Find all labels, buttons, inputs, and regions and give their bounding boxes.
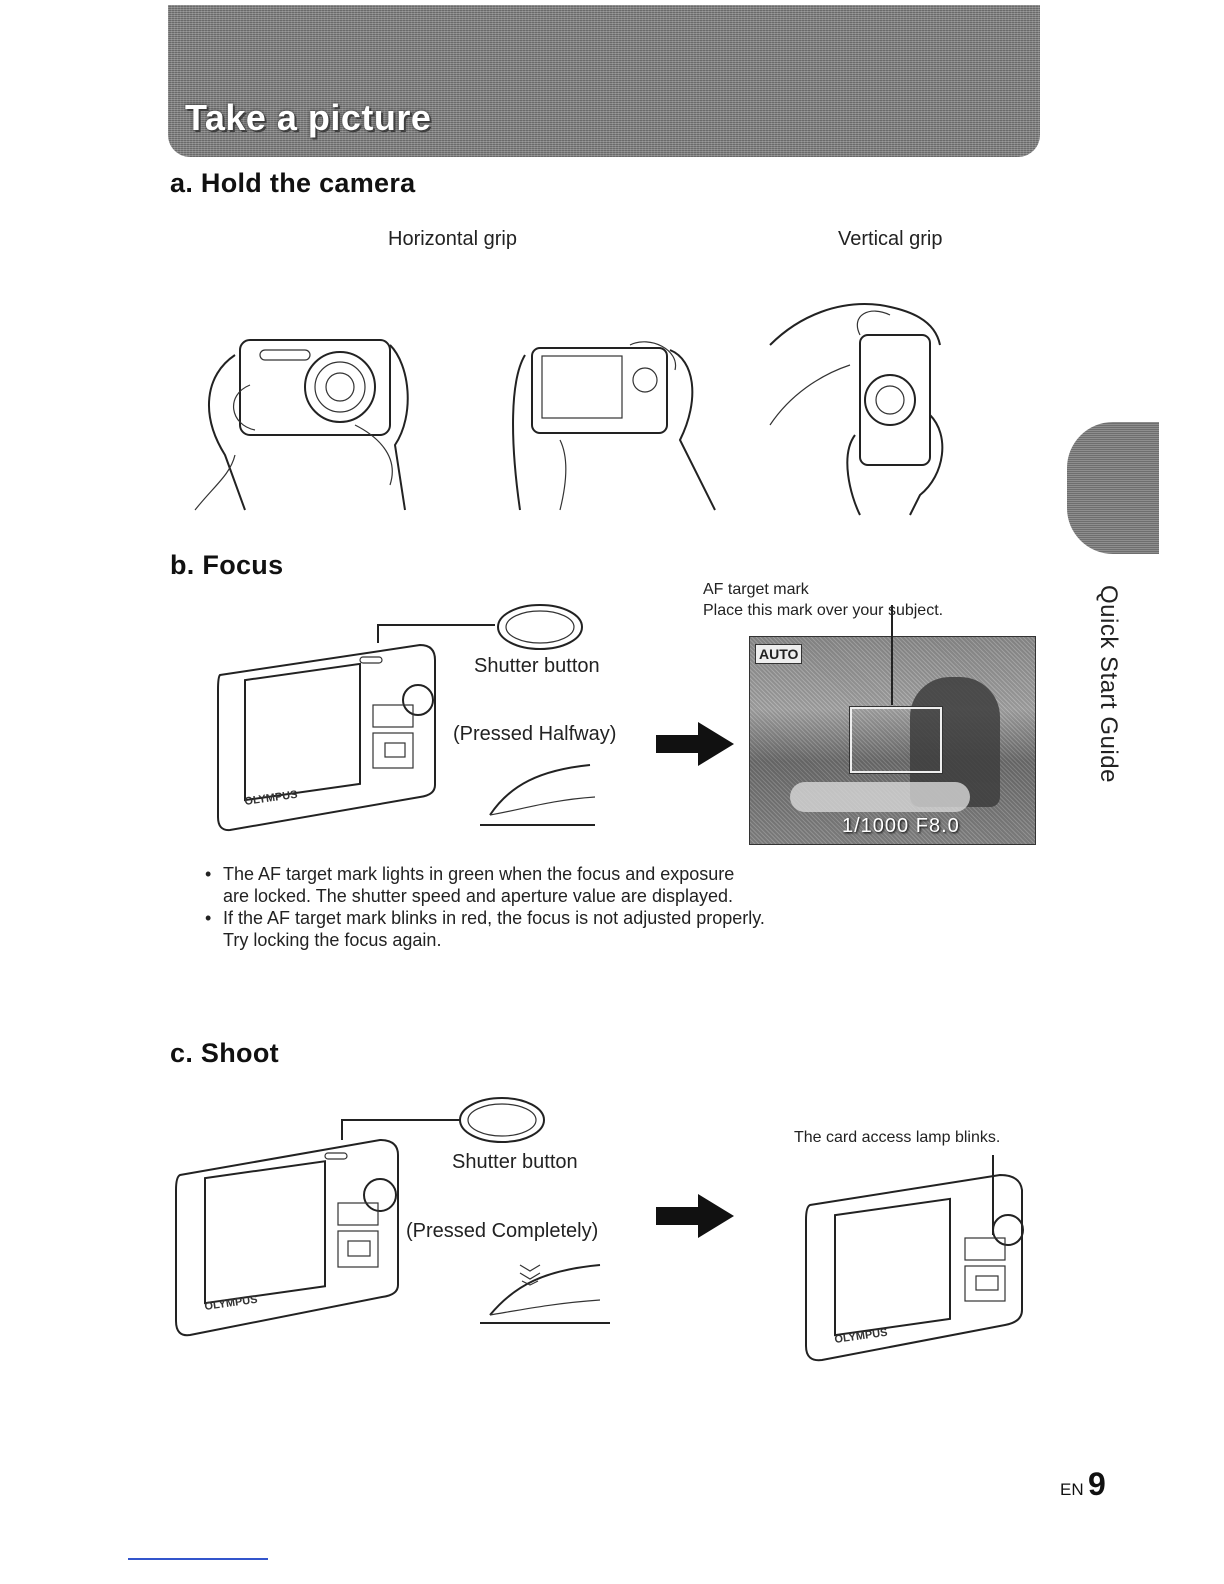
camera-brand-logo: OLYMPUS <box>204 1294 259 1313</box>
horizontal-grip-label: Horizontal grip <box>388 228 517 250</box>
focus-arrow-icon <box>656 722 734 766</box>
card-lamp-camera-illustration: OLYMPUS <box>805 1155 1024 1362</box>
horizontal-grip-back-illustration <box>512 341 716 511</box>
focus-press-label: (Pressed Halfway) <box>453 723 617 745</box>
horizontal-grip-front-illustration <box>194 339 409 511</box>
page-title: Take a picture <box>185 97 432 138</box>
chapter-tab <box>1067 422 1159 554</box>
af-target-hint: Place this mark over your subject. <box>703 602 944 619</box>
shoot-camera-illustration: OLYMPUS <box>175 1097 610 1337</box>
vertical-grip-label: Vertical grip <box>838 228 943 250</box>
focus-camera-illustration: OLYMPUS <box>217 604 596 832</box>
af-target-frame <box>850 707 942 773</box>
camera-brand-logo: OLYMPUS <box>834 1327 889 1346</box>
focus-note-item: The AF target mark lights in green when … <box>205 863 765 907</box>
shoot-arrow-icon <box>656 1194 734 1238</box>
af-target-label: AF target mark <box>703 581 809 598</box>
shoot-shutter-label: Shutter button <box>452 1151 578 1173</box>
language-code: EN <box>1060 1480 1084 1499</box>
section-a-heading: a. Hold the camera <box>170 168 416 198</box>
title-banner: Take a picture <box>168 5 1040 157</box>
chapter-tab-label: Quick Start Guide <box>1095 585 1122 783</box>
shoot-press-label: (Pressed Completely) <box>406 1220 599 1242</box>
section-c-heading: c. Shoot <box>170 1038 279 1068</box>
vertical-grip-illustration <box>769 303 944 516</box>
card-lamp-label: The card access lamp blinks. <box>794 1129 1001 1146</box>
subject-legs <box>790 782 970 812</box>
focus-notes: The AF target mark lights in green when … <box>205 863 765 951</box>
section-b-heading: b. Focus <box>170 550 284 580</box>
page-number: 9 <box>1088 1466 1106 1502</box>
bottom-rule <box>128 1558 268 1560</box>
focus-shutter-label: Shutter button <box>474 655 600 677</box>
shooting-mode-badge: AUTO <box>755 644 803 664</box>
exposure-readout: 1/1000 F8.0 <box>842 815 960 837</box>
focus-note-item: If the AF target mark blinks in red, the… <box>205 907 765 951</box>
camera-brand-logo: OLYMPUS <box>244 789 299 808</box>
af-target-leader-line <box>891 605 893 705</box>
